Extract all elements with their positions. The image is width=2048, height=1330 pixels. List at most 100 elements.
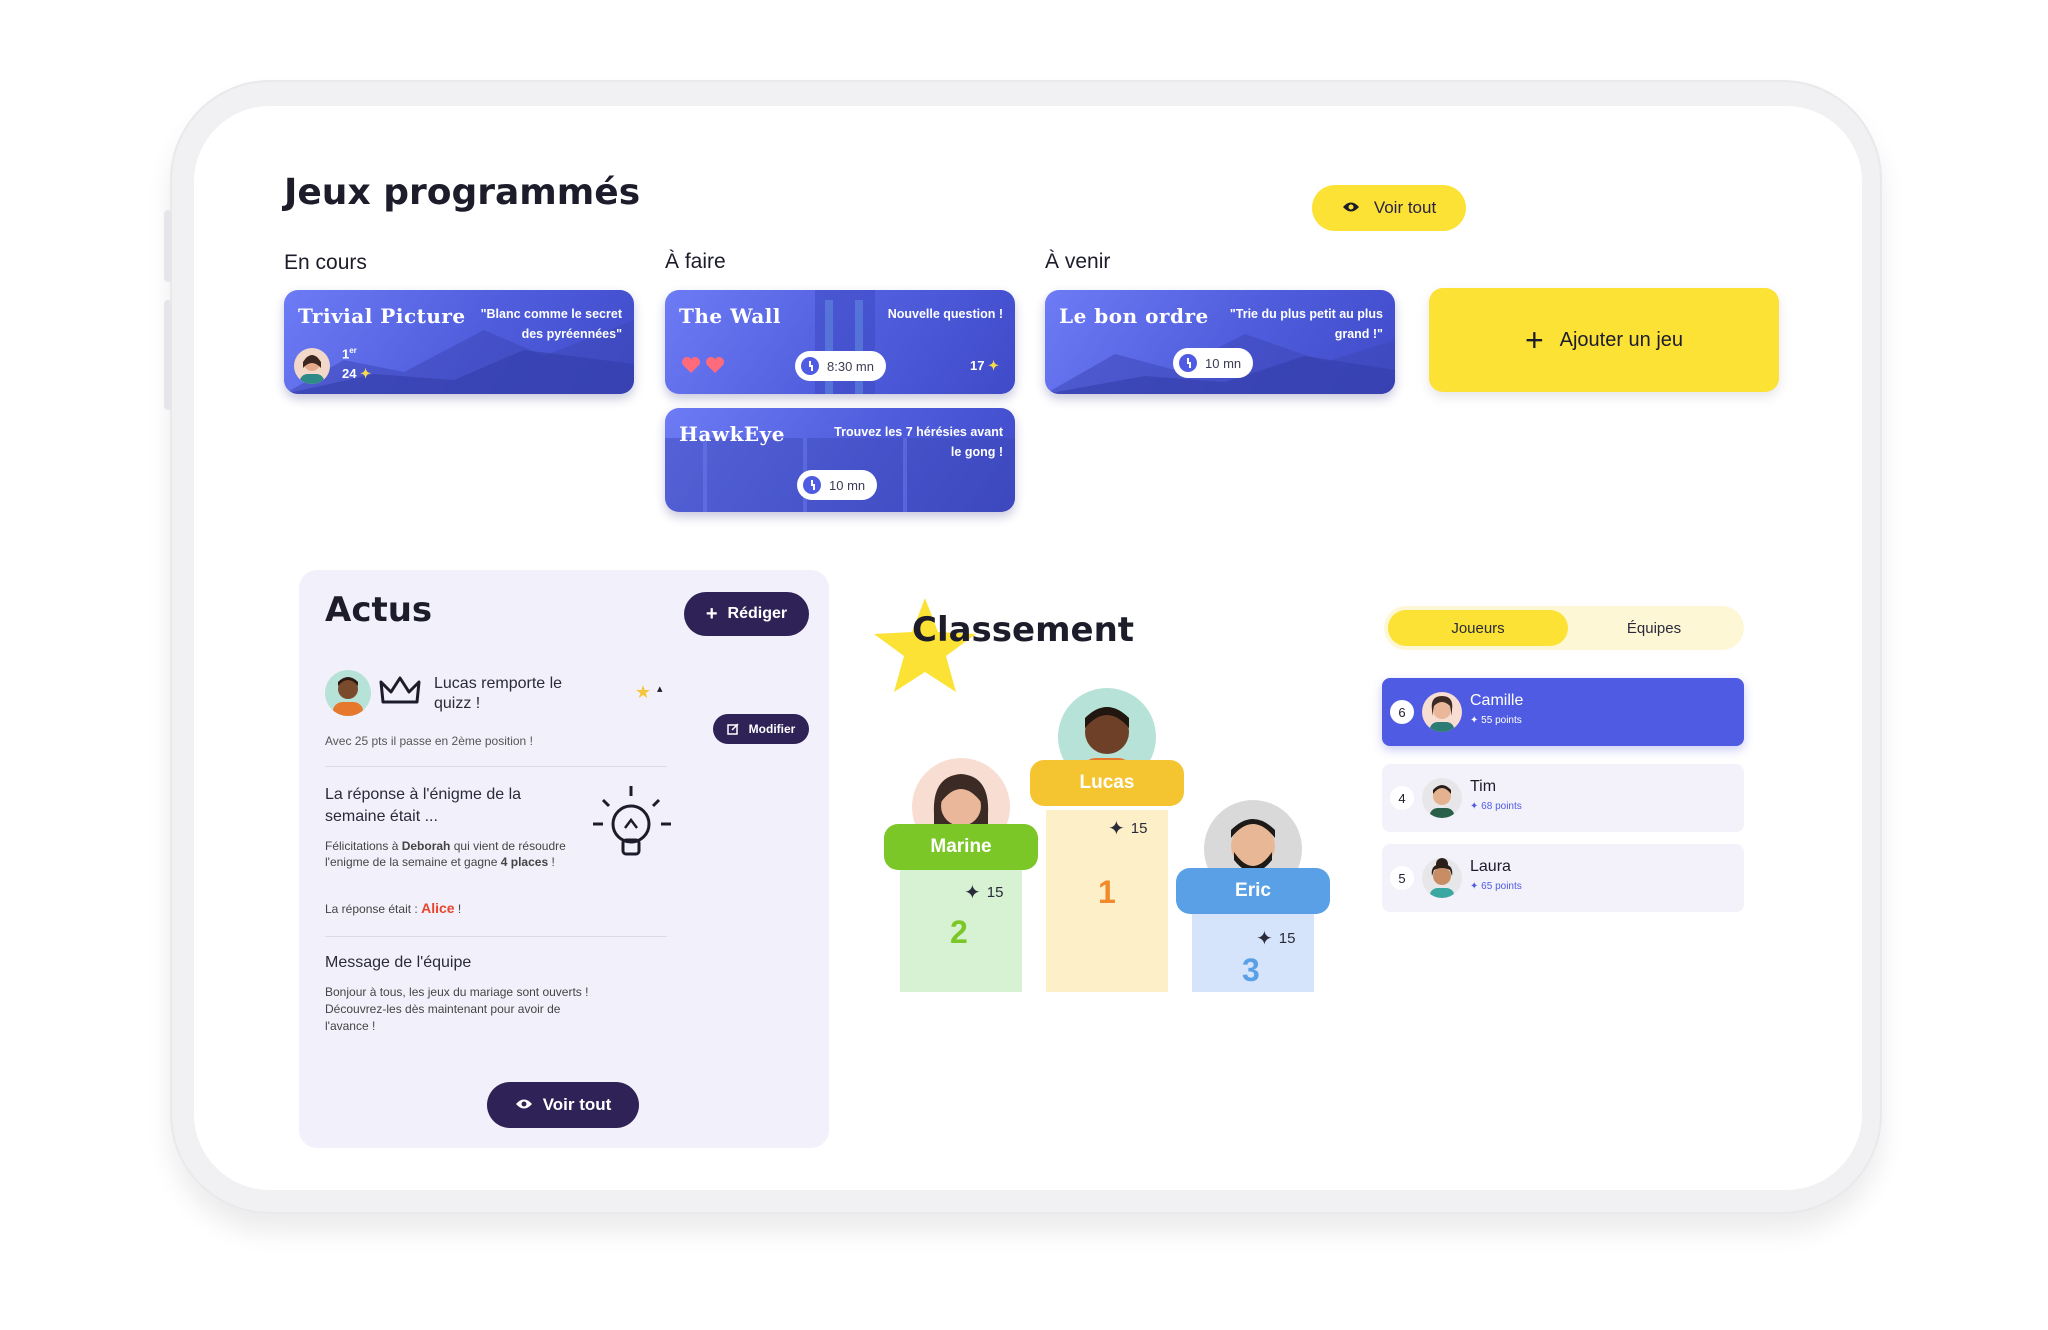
player-avatar — [1422, 692, 1462, 732]
podium-name-lucas: Lucas — [1030, 760, 1184, 806]
game-card-le-bon-ordre[interactable]: Le bon ordre "Trie du plus petit au plus… — [1045, 290, 1395, 394]
heart-icon — [706, 357, 724, 373]
sparkle-icon: ✦ — [964, 882, 981, 904]
sparkle-icon: ✦ — [360, 366, 371, 381]
news-title: Actus — [325, 590, 433, 630]
sparkle-icon: ✦ — [1470, 881, 1479, 892]
divider — [325, 936, 667, 937]
clock-icon — [803, 476, 821, 494]
news-subtext: Avec 25 pts il passe en 2ème position ! — [325, 734, 533, 748]
star-icon: ★ — [635, 682, 652, 703]
podium-name-eric: Eric — [1176, 868, 1330, 914]
column-en-cours: En cours — [284, 251, 367, 274]
see-all-news-button[interactable]: Voir tout — [487, 1082, 639, 1128]
sparkle-icon: ✦ — [1470, 715, 1479, 726]
lives-hearts — [681, 356, 725, 374]
see-all-label: Voir tout — [542, 1095, 612, 1114]
news-body: Bonjour à tous, les jeux du mariage sont… — [325, 985, 589, 1033]
game-title: The Wall — [679, 304, 781, 328]
sort-icon: ▴ — [657, 682, 663, 695]
crown-icon — [379, 676, 421, 704]
podium-name-marine: Marine — [884, 824, 1038, 870]
game-card-the-wall[interactable]: The Wall Nouvelle question ! 8:30 mn 17 … — [665, 290, 1015, 394]
game-title: Trivial Picture — [298, 304, 466, 328]
add-game-label: Ajouter un jeu — [1559, 328, 1684, 351]
player-name: Laura — [1470, 858, 1511, 875]
plus-icon: + — [705, 602, 718, 625]
podium-rank: 3 — [1242, 952, 1260, 988]
sparkle-icon: ✦ — [988, 358, 999, 373]
game-points: 17 ✦ — [970, 358, 999, 373]
player-points: ✦ 65 points — [1470, 881, 1522, 892]
sparkle-icon: ✦ — [1256, 928, 1273, 950]
player-rank: 5 — [1390, 866, 1414, 890]
divider — [325, 766, 667, 767]
podium-points: ✦15 — [964, 882, 1004, 904]
game-timer: 8:30 mn — [795, 351, 886, 381]
sparkle-icon: ✦ — [1470, 801, 1479, 812]
lightbulb-icon — [593, 786, 671, 856]
podium-rank: 2 — [950, 914, 968, 950]
game-card-trivial-picture[interactable]: Trivial Picture "Blanc comme le secret d… — [284, 290, 634, 394]
game-title: HawkEye — [679, 422, 786, 446]
player-avatar — [1422, 778, 1462, 818]
tab-players[interactable]: Joueurs — [1388, 610, 1568, 646]
mountain-background — [284, 320, 634, 394]
column-a-venir: À venir — [1045, 250, 1111, 273]
podium-rank: 1 — [1098, 874, 1116, 910]
podium-points: ✦15 — [1108, 818, 1148, 840]
game-points: 24 ✦ — [342, 366, 371, 381]
podium-points: ✦15 — [1256, 928, 1296, 950]
column-a-faire: À faire — [665, 250, 726, 273]
game-card-hawkeye[interactable]: HawkEye Trouvez les 7 hérésies avant le … — [665, 408, 1015, 512]
clock-icon — [801, 357, 819, 375]
lucas-avatar — [325, 670, 371, 716]
tablet-screen: Jeux programmés Voir tout En cours À fai… — [194, 106, 1862, 1190]
edit-label: Modifier — [748, 722, 796, 736]
add-game-button[interactable]: + Ajouter un jeu — [1429, 288, 1779, 392]
player-rank: 6 — [1390, 700, 1414, 724]
news-headline: La réponse à l'énigme de la semaine étai… — [325, 786, 522, 825]
plus-icon: + — [1524, 322, 1544, 358]
game-quote: "Trie du plus petit au plus grand !" — [1229, 307, 1383, 341]
player-points: ✦ 55 points — [1470, 715, 1522, 726]
podium-second — [900, 846, 1022, 992]
eye-icon — [515, 1095, 533, 1115]
podium-first — [1046, 810, 1168, 992]
edit-icon — [726, 723, 739, 735]
tablet-side-button — [164, 300, 172, 410]
clock-icon — [1179, 354, 1197, 372]
eye-icon — [1342, 198, 1360, 218]
star-decoration-icon — [874, 598, 976, 692]
player-points: ✦ 68 points — [1470, 801, 1522, 812]
edit-news-button[interactable]: Modifier — [713, 714, 809, 744]
player-name: Tim — [1470, 778, 1497, 795]
tablet-side-button — [164, 210, 172, 282]
game-timer: 10 mn — [797, 470, 878, 500]
page-title: Jeux programmés — [284, 172, 641, 213]
game-rank: 1er — [342, 346, 357, 362]
game-quote: Nouvelle question ! — [887, 307, 1003, 321]
write-news-button[interactable]: + Rédiger — [684, 592, 809, 636]
news-panel: Actus + Rédiger Lucas remporte le quizz … — [299, 570, 829, 1148]
player-name: Camille — [1470, 692, 1524, 709]
news-headline: Message de l'équipe — [325, 954, 472, 971]
game-title: Le bon ordre — [1059, 304, 1209, 328]
tab-teams[interactable]: Équipes — [1626, 619, 1682, 637]
game-quote: Trouvez les 7 hérésies avant le gong ! — [834, 425, 1003, 459]
news-answer: La réponse était : Alice ! — [325, 900, 462, 916]
write-label: Rédiger — [727, 605, 788, 622]
see-all-games-button[interactable]: Voir tout — [1312, 185, 1466, 231]
ranking-tabs: Joueurs Équipes — [1384, 606, 1744, 650]
player-row-highlighted[interactable]: 6 Camille ✦ 55 points — [1382, 678, 1744, 746]
player-row[interactable]: 5 Laura ✦ 65 points — [1382, 844, 1744, 912]
player-rank: 4 — [1390, 786, 1414, 810]
game-timer: 10 mn — [1173, 348, 1254, 378]
player-row[interactable]: 4 Tim ✦ 68 points — [1382, 764, 1744, 832]
player-avatar — [294, 348, 330, 384]
sparkle-icon: ✦ — [1108, 818, 1125, 840]
player-avatar — [1422, 858, 1462, 898]
heart-icon — [682, 357, 700, 373]
see-all-label: Voir tout — [1373, 198, 1437, 217]
